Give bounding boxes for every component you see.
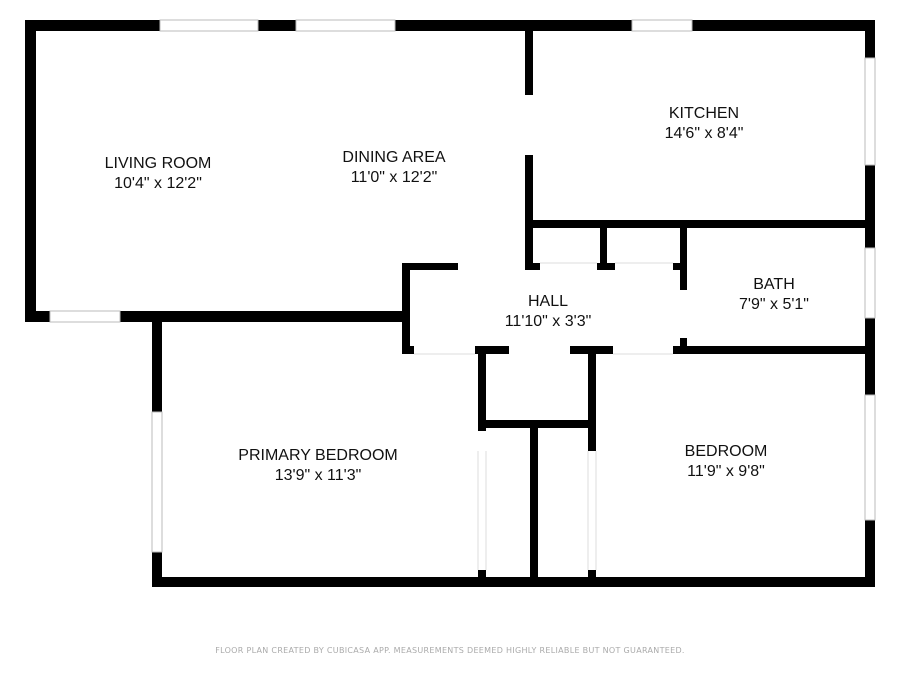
wall — [402, 346, 414, 354]
wall — [478, 346, 486, 431]
room-hall: HALL 11'10" x 3'3" — [505, 292, 592, 332]
wall — [673, 346, 875, 354]
wall — [525, 155, 533, 270]
room-name: DINING AREA — [342, 149, 446, 166]
disclaimer-footer: FLOOR PLAN CREATED BY CUBICASA APP. MEAS… — [215, 646, 685, 655]
wall — [525, 20, 533, 95]
room-bedroom: BEDROOM 11'9" x 9'8" — [685, 442, 768, 482]
room-name: KITCHEN — [668, 105, 740, 122]
room-living-room: LIVING ROOM 10'4" x 12'2" — [105, 154, 212, 194]
window — [49, 310, 121, 323]
wall — [588, 570, 596, 580]
room-name: BATH — [753, 276, 795, 293]
room-bath: BATH 7'9" x 5'1" — [739, 275, 809, 315]
window — [864, 394, 876, 521]
room-size: 13'9" x 11'3" — [274, 467, 362, 484]
room-size: 14'6" x 8'4" — [664, 125, 744, 142]
wall — [152, 577, 875, 587]
room-kitchen: KITCHEN 14'6" x 8'4" — [665, 104, 744, 144]
room-name: BEDROOM — [684, 443, 768, 460]
room-name: HALL — [527, 293, 569, 310]
wall — [525, 263, 540, 270]
window — [631, 19, 693, 32]
room-size: 11'0" x 12'2" — [350, 169, 438, 186]
room-size: 7'9" x 5'1" — [739, 296, 809, 313]
wall — [402, 263, 410, 354]
room-name: LIVING ROOM — [104, 155, 212, 172]
wall — [525, 220, 875, 228]
room-size: 10'4" x 12'2" — [114, 175, 202, 192]
wall — [402, 263, 458, 270]
wall — [600, 228, 607, 270]
wall — [25, 311, 410, 322]
wall — [588, 346, 596, 451]
window — [151, 411, 163, 553]
room-primary-bedroom: PRIMARY BEDROOM 13'9" x 11'3" — [238, 446, 397, 486]
wall — [25, 20, 875, 31]
wall — [475, 346, 509, 354]
windows — [49, 19, 876, 553]
door-openings — [414, 262, 673, 570]
wall — [478, 570, 486, 580]
wall — [530, 420, 538, 587]
window — [864, 247, 876, 319]
window — [159, 19, 259, 32]
wall — [25, 20, 36, 322]
wall — [680, 338, 687, 354]
window — [295, 19, 396, 32]
window — [864, 57, 876, 166]
room-size: 11'10" x 3'3" — [504, 313, 592, 330]
room-dining-area: DINING AREA 11'0" x 12'2" — [342, 148, 445, 188]
wall — [680, 228, 687, 290]
room-size: 11'9" x 9'8" — [687, 463, 765, 480]
room-name: PRIMARY BEDROOM — [238, 447, 398, 464]
